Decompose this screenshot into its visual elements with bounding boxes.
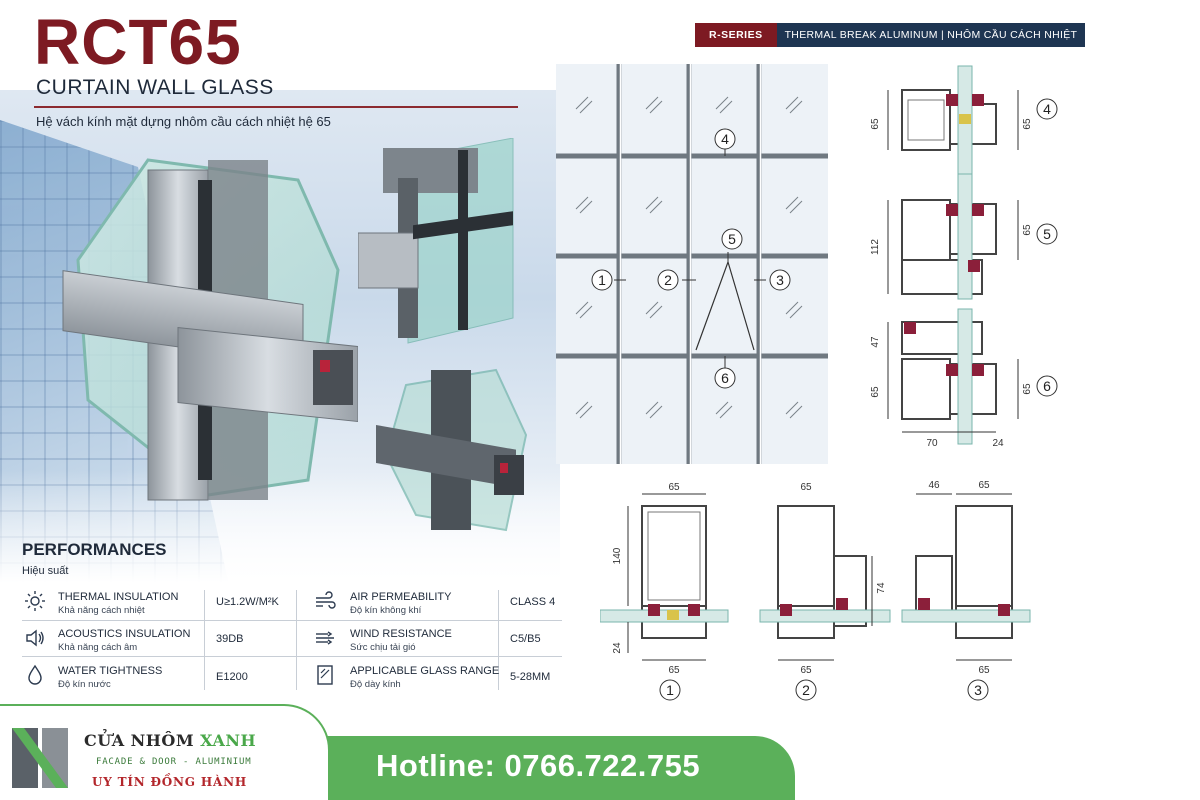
perf-label-thermal: THERMAL INSULATION: [58, 591, 179, 603]
water-drop-icon: [28, 664, 42, 685]
perf-value-acoustics: 39DB: [216, 633, 244, 645]
svg-text:5: 5: [1043, 226, 1051, 242]
product-title: RCT65: [34, 6, 242, 78]
svg-text:65: 65: [870, 118, 881, 130]
section-6: 47 65 65 70 24 6: [870, 308, 1058, 449]
svg-text:65: 65: [978, 480, 990, 491]
svg-text:1: 1: [666, 682, 674, 698]
svg-text:65: 65: [1022, 383, 1033, 395]
brand-logo-icon: [12, 728, 68, 788]
air-icon: [316, 591, 336, 609]
elevation-grid-diagram: [556, 64, 828, 464]
glass-icon: [317, 665, 333, 685]
grid-marker-5: 5: [721, 228, 743, 250]
svg-text:6: 6: [1043, 378, 1051, 394]
svg-text:65: 65: [668, 482, 680, 493]
perf-sublabel-acoustics: Khả năng cách âm: [58, 642, 138, 653]
svg-text:5: 5: [728, 231, 736, 247]
svg-text:65: 65: [1022, 118, 1033, 130]
curtain-wall-3d-model-main: [62, 158, 358, 501]
perf-value-water: E1200: [216, 671, 248, 683]
grid-marker-4: 4: [714, 128, 736, 150]
section-1: 65 140 24 65 1: [600, 482, 729, 701]
svg-text:65: 65: [668, 665, 680, 676]
perf-label-water: WATER TIGHTNESS: [58, 665, 163, 677]
section-details-right: 65 65 4 112 65 5 47 65 65 70 24: [870, 65, 1058, 449]
perf-value-glass: 5-28MM: [510, 671, 551, 683]
section-4: 65 65 4: [870, 65, 1058, 197]
perf-label-glass: APPLICABLE GLASS RANGE: [350, 665, 500, 677]
product-subtitle: CURTAIN WALL GLASS: [36, 76, 274, 99]
section-details-bottom: 65 140 24 65 1 65 74 65 2 46 65 65: [600, 480, 1031, 701]
svg-text:3: 3: [974, 682, 982, 698]
perf-sublabel-water: Độ kín nước: [58, 679, 111, 690]
curtain-wall-3d-model-side: [358, 138, 514, 344]
performances-subtitle: Hiệu suất: [22, 565, 69, 577]
grid-marker-6: 6: [714, 367, 736, 389]
section-3: 46 65 65 3: [901, 480, 1031, 701]
svg-text:6: 6: [721, 370, 729, 386]
perf-label-acoustics: ACOUSTICS INSULATION: [58, 628, 191, 640]
svg-text:65: 65: [978, 665, 990, 676]
perf-value-wind: C5/B5: [510, 633, 541, 645]
perf-label-air: AIR PERMEABILITY: [350, 591, 452, 603]
perf-value-air: CLASS 4: [510, 596, 556, 608]
product-description: Hệ vách kính mặt dựng nhôm cầu cách nhiệ…: [36, 114, 331, 129]
section-2: 65 74 65 2: [759, 482, 891, 701]
brand-slogan: UY TÍN ĐỒNG HÀNH: [92, 775, 247, 789]
hotline-banner: [300, 736, 795, 800]
svg-text:65: 65: [800, 665, 812, 676]
grid-marker-layer: 4 5 1 2 3 6: [591, 128, 791, 389]
perf-sublabel-wind: Sức chịu tải gió: [350, 642, 416, 653]
svg-text:112: 112: [870, 239, 881, 255]
row-divider: [22, 620, 562, 621]
svg-text:74: 74: [876, 582, 887, 594]
grid-marker-1: 1: [591, 269, 613, 291]
material-label: THERMAL BREAK ALUMINUM | NHÔM CẦU CÁCH N…: [776, 23, 1086, 47]
svg-text:4: 4: [721, 131, 729, 147]
svg-text:24: 24: [612, 642, 623, 654]
perf-sublabel-glass: Độ dày kính: [350, 679, 401, 690]
svg-text:140: 140: [612, 547, 623, 564]
svg-text:1: 1: [598, 272, 606, 288]
series-badge: R-SERIES THERMAL BREAK ALUMINUM | NHÔM C…: [695, 23, 1086, 47]
brand-tagline: FACADE & DOOR - ALUMINIUM: [96, 757, 252, 767]
column-divider: [296, 590, 297, 690]
column-divider: [204, 590, 205, 690]
hotline-text[interactable]: Hotline: 0766.722.755: [376, 748, 701, 783]
section-5: 112 65 5: [870, 173, 1058, 300]
grid-marker-3: 3: [769, 269, 791, 291]
brand-name: CỬA NHÔM XANH: [84, 731, 256, 750]
svg-text:65: 65: [1022, 224, 1033, 236]
svg-text:47: 47: [870, 336, 881, 348]
svg-text:24: 24: [992, 438, 1004, 449]
perf-sublabel-air: Độ kín không khí: [350, 605, 422, 616]
column-divider: [498, 590, 499, 690]
svg-text:3: 3: [776, 272, 784, 288]
perf-label-wind: WIND RESISTANCE: [350, 628, 452, 640]
sun-icon: [25, 591, 45, 611]
speaker-icon: [26, 629, 44, 647]
brand-name-accent: XANH: [200, 731, 257, 750]
svg-text:65: 65: [870, 386, 881, 398]
title-divider: [34, 106, 518, 108]
curtain-wall-3d-model-dark: [376, 368, 528, 532]
svg-text:2: 2: [664, 272, 672, 288]
performances-table: THERMAL INSULATION Khả năng cách nhiệt U…: [22, 586, 562, 694]
svg-text:46: 46: [928, 480, 940, 491]
perf-value-thermal: U≥1.2W/M²K: [216, 596, 279, 608]
brand-name-main: CỬA NHÔM: [84, 731, 201, 750]
wind-icon: [316, 631, 334, 645]
svg-text:65: 65: [800, 482, 812, 493]
row-divider: [22, 656, 562, 657]
series-label: R-SERIES: [695, 23, 777, 47]
svg-text:2: 2: [802, 682, 810, 698]
grid-marker-2: 2: [657, 269, 679, 291]
svg-text:70: 70: [926, 438, 938, 449]
performances-title: PERFORMANCES: [22, 540, 167, 559]
svg-text:4: 4: [1043, 101, 1051, 117]
perf-sublabel-thermal: Khả năng cách nhiệt: [58, 605, 145, 616]
